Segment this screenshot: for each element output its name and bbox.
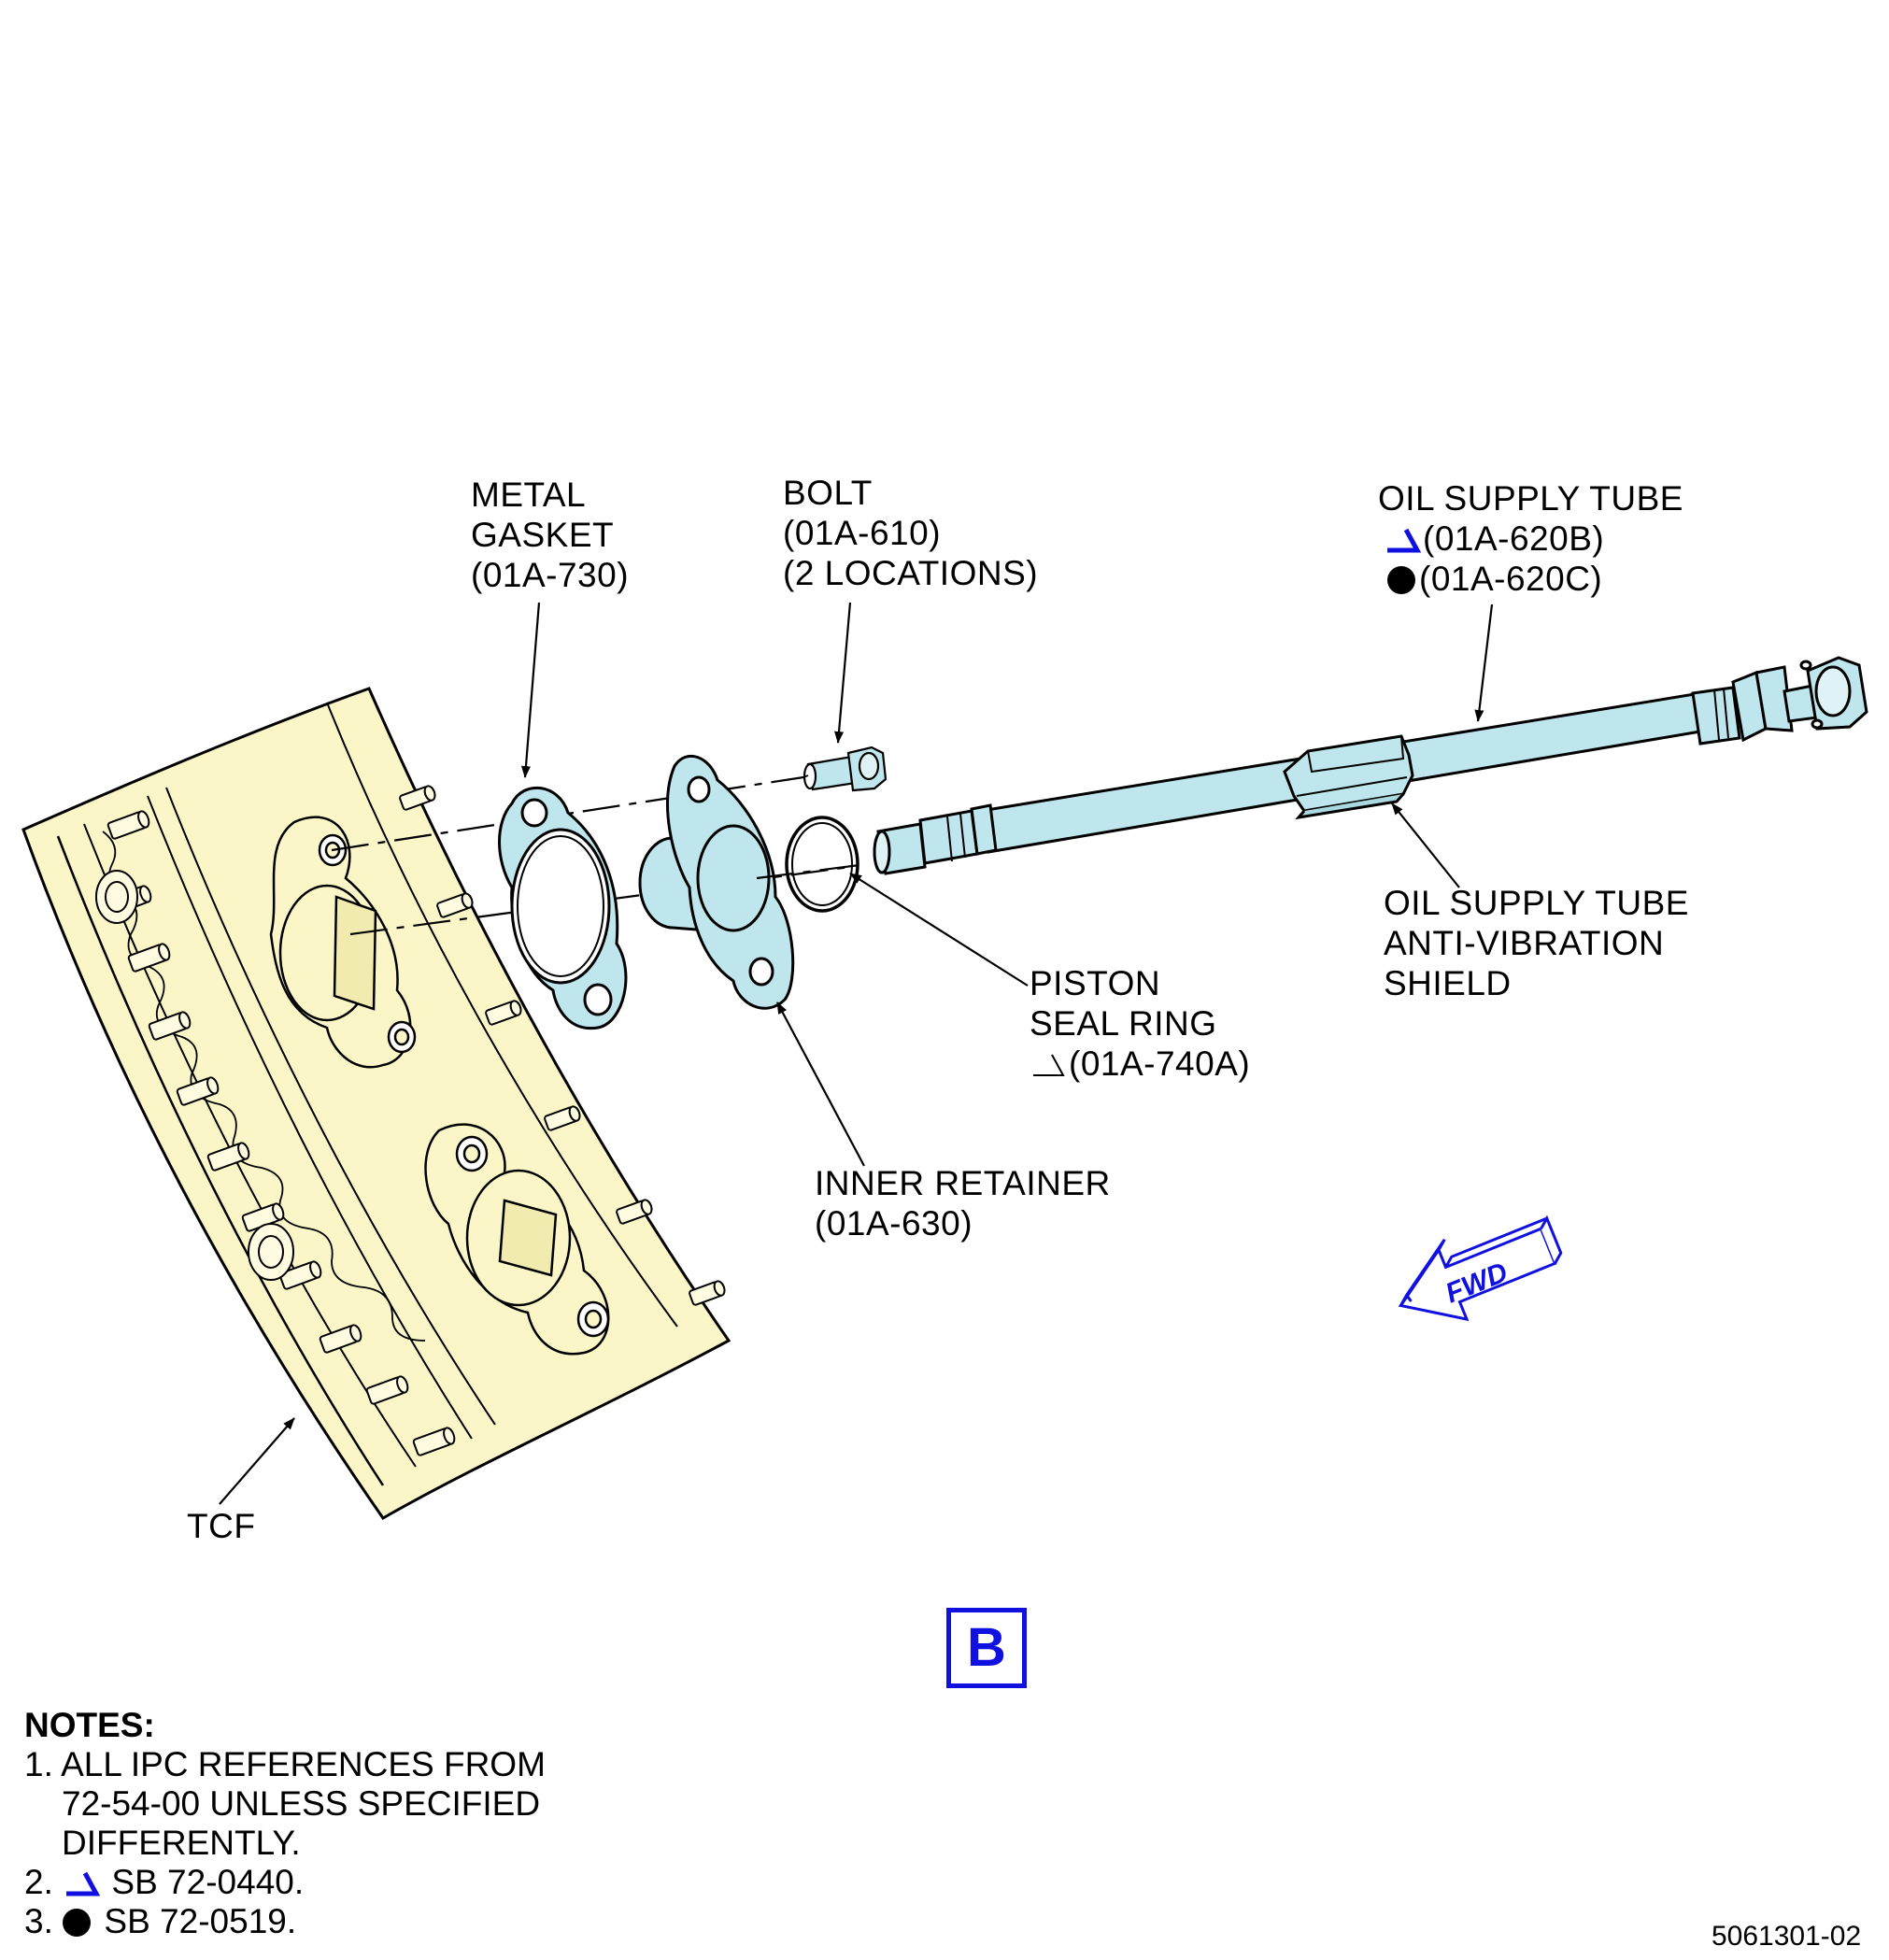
tcf-frame (21, 687, 731, 1520)
inner-retainer (638, 754, 795, 1010)
bolt (802, 746, 888, 792)
note-1: 1. ALL IPC REFERENCES FROM (24, 1745, 546, 1784)
label-bolt: BOLT (01A-610) (2 LOCATIONS) (783, 473, 1038, 593)
bolt-line1: BOLT (783, 474, 873, 512)
triangle-outline-icon (1033, 1054, 1065, 1076)
leader-anti-vibration-shield (1391, 802, 1460, 888)
note-3: 3. SB 72-0519. (24, 1902, 546, 1941)
piston-seal-ring (785, 816, 859, 913)
inner-retainer-line1: INNER RETAINER (815, 1164, 1111, 1202)
blue-triangle-icon (66, 1871, 101, 1896)
fwd-arrow-icon (1398, 1214, 1563, 1322)
label-tcf: TCF (187, 1506, 255, 1546)
oil-supply-tube-title: OIL SUPPLY TUBE (1378, 479, 1683, 518)
tcf-text: TCF (187, 1507, 256, 1545)
metal-gasket-line1: METAL (471, 476, 587, 514)
shield-line1: OIL SUPPLY TUBE (1384, 884, 1689, 922)
note-2: 2. SB 72-0440. (24, 1863, 546, 1902)
filled-circle-icon (1387, 566, 1415, 594)
inner-retainer-ref: (01A-630) (815, 1204, 973, 1243)
note-3-text: SB 72-0519. (104, 1902, 297, 1940)
leader-tcf (219, 1417, 295, 1505)
blue-triangle-icon (1387, 528, 1421, 553)
note-3-number: 3. (24, 1902, 53, 1940)
metal-gasket-ref: (01A-730) (471, 556, 630, 594)
label-oil-supply-tube: OIL SUPPLY TUBE (01A-620B) (01A-620C) (1378, 478, 1683, 599)
label-anti-vibration-shield: OIL SUPPLY TUBE ANTI-VIBRATION SHIELD (1384, 883, 1689, 1003)
oil-supply-tube-ref-c: (01A-620C) (1419, 560, 1603, 598)
piston-seal-line1: PISTON (1030, 964, 1161, 1002)
figure-number: 5061301-02 (1711, 1921, 1862, 1952)
leader-oil-supply-tube (1474, 604, 1494, 722)
bolt-ref: (01A-610) (783, 514, 942, 552)
label-inner-retainer: INNER RETAINER (01A-630) (815, 1163, 1111, 1243)
notes-title: NOTES: (24, 1706, 155, 1744)
shield-line2: ANTI-VIBRATION (1384, 924, 1665, 962)
leader-inner-retainer (776, 1001, 865, 1167)
view-label-text: B (967, 1617, 1006, 1678)
notes-block: NOTES: 1. ALL IPC REFERENCES FROM 72-54-… (24, 1706, 546, 1941)
note-1-number: 1. (24, 1745, 53, 1783)
oil-supply-tube-ref-b: (01A-620B) (1423, 519, 1605, 558)
note-2-text: SB 72-0440. (111, 1863, 305, 1901)
oil-supply-tube (873, 656, 1868, 875)
leader-metal-gasket (520, 602, 541, 778)
metal-gasket (498, 787, 628, 1030)
metal-gasket-line2: GASKET (471, 516, 615, 554)
piston-seal-ref: (01A-740A) (1069, 1044, 1251, 1083)
filled-circle-icon (63, 1909, 92, 1937)
label-piston-seal-ring: PISTON SEAL RING (01A-740A) (1030, 963, 1250, 1084)
leader-piston-seal-ring (849, 873, 1029, 987)
shield-line3: SHIELD (1384, 964, 1512, 1002)
piston-seal-line2: SEAL RING (1030, 1004, 1217, 1043)
leader-bolt (834, 602, 852, 744)
note-1-line2: 72-54-00 UNLESS SPECIFIED (62, 1784, 541, 1823)
note-1-line1: ALL IPC REFERENCES FROM (61, 1745, 546, 1783)
leader-arrows (219, 602, 1494, 1505)
note-1-line3: DIFFERENTLY. (62, 1824, 301, 1862)
view-label-box: B (946, 1608, 1027, 1688)
note-2-number: 2. (24, 1863, 53, 1901)
bolt-locations: (2 LOCATIONS) (783, 554, 1039, 592)
label-metal-gasket: METAL GASKET (01A-730) (471, 475, 629, 595)
